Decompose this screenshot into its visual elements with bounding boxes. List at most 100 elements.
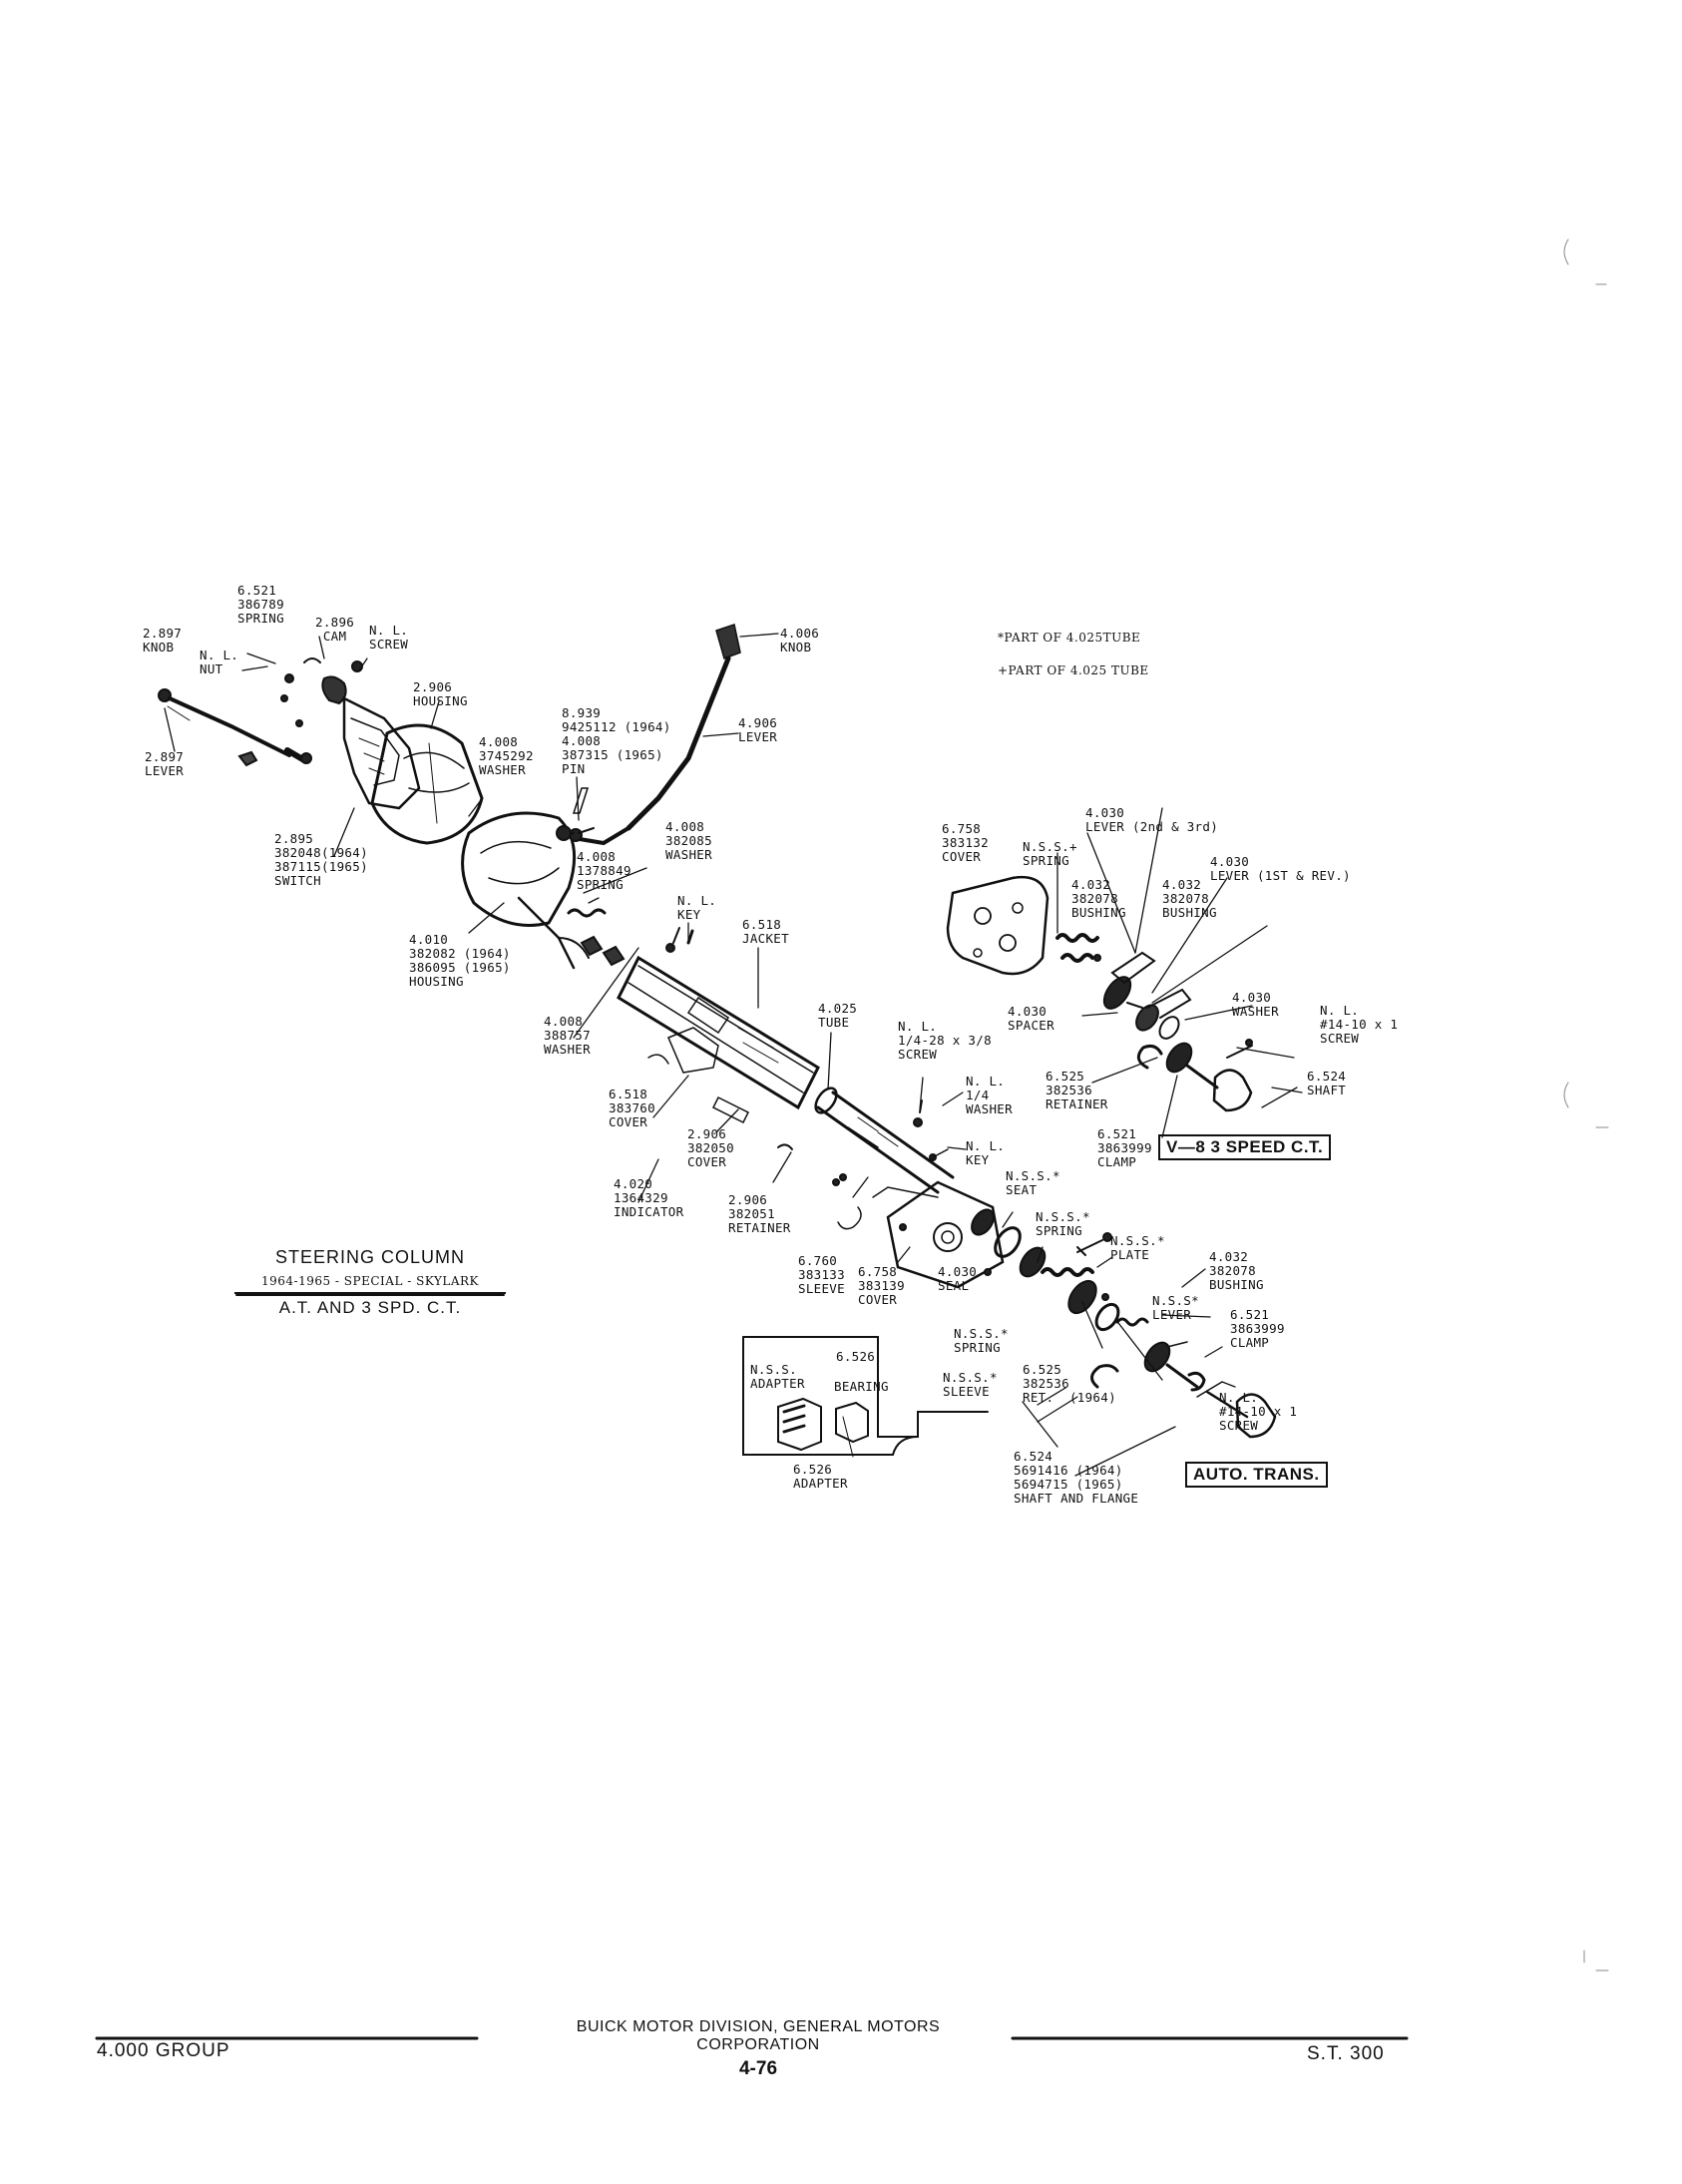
callout-line: 382536 <box>1023 1376 1069 1391</box>
lower-housing-drawing <box>461 811 590 970</box>
callout-line: 4.020 <box>614 1176 653 1191</box>
callout-line: 4.032 <box>1209 1249 1249 1264</box>
diagram-title-block: STEERING COLUMN 1964-1965 - SPECIAL - SK… <box>234 1247 506 1318</box>
callout-line: N.S.S.+ <box>1023 839 1077 854</box>
callout-line: PIN <box>562 761 586 776</box>
callout-line: WASHER <box>1232 1004 1279 1019</box>
callout-nss-plate: N.S.S.*PLATE <box>1110 1234 1165 1262</box>
callout-line: LEVER (1ST & REV.) <box>1210 868 1351 883</box>
callout-line: 6.758 <box>858 1264 898 1279</box>
turn-signal-lever-drawing <box>158 688 312 764</box>
callout-line: N. L. <box>369 623 409 638</box>
callout-line: #14-10 x 1 <box>1320 1017 1399 1032</box>
callout-line: COVER <box>609 1114 648 1129</box>
diagram-subtitle: 1964-1965 - SPECIAL - SKYLARK <box>234 1274 506 1294</box>
callout-line: BUSHING <box>1162 905 1217 920</box>
callout-nss-spring-c: N.S.S.+SPRING <box>1023 840 1077 868</box>
callout-line: 6.526 <box>793 1462 833 1477</box>
diagram-variant: A.T. AND 3 SPD. C.T. <box>278 1298 462 1317</box>
lower-shaft-drawing <box>971 1208 1277 1439</box>
callout-line: SHAFT <box>1307 1083 1347 1097</box>
callout-line: 4.008 <box>665 819 705 834</box>
callout-line: WASHER <box>544 1042 591 1057</box>
callout-line: N. L. <box>1219 1390 1259 1405</box>
callout-line: BUSHING <box>1209 1277 1264 1292</box>
callout-line: BUSHING <box>1071 905 1126 920</box>
callout-nss-spring-a: N.S.S.*SPRING <box>1036 1210 1090 1238</box>
callout-line: 4.025 <box>818 1001 858 1016</box>
callout-line: 4.030 <box>938 1264 978 1279</box>
callout-line: 9425112 (1964) <box>562 719 671 734</box>
callout-line: 8.939 <box>562 705 602 720</box>
footer-center: BUICK MOTOR DIVISION, GENERAL MOTORS COR… <box>519 2018 998 2080</box>
callout-line: 386095 (1965) <box>409 960 511 975</box>
callout-line: N.S.S. <box>750 1362 797 1377</box>
callout-line: 4.008 <box>562 733 602 748</box>
callout-line: JACKET <box>742 931 789 946</box>
callout-line: 387315 (1965) <box>562 747 663 762</box>
callout-nl-screw-top: N. L.SCREW <box>369 624 408 652</box>
callout-line: N.S.S* <box>1152 1293 1199 1308</box>
callout-line: 382085 <box>665 833 712 848</box>
callout-line: 6.758 <box>942 821 982 836</box>
callout-nl-key-b: N. L.KEY <box>966 1139 1005 1167</box>
callout-line: PLATE <box>1110 1247 1150 1262</box>
v8-assembly-drawing <box>946 875 1253 1112</box>
callout-line: 382078 <box>1071 891 1118 906</box>
callout-line: KEY <box>966 1152 990 1167</box>
callout-line: 383132 <box>942 835 989 850</box>
callout-line: 6.525 <box>1046 1069 1085 1084</box>
callout-line: N.S.S.* <box>954 1326 1009 1341</box>
callout-line: 3863999 <box>1097 1140 1152 1155</box>
callout-line: LEVER (2nd & 3rd) <box>1085 819 1219 834</box>
callout-line: 2.895 <box>274 831 314 846</box>
callout-line: 382051 <box>728 1206 775 1221</box>
callout-line: KEY <box>677 907 701 922</box>
callout-line: 382078 <box>1162 891 1209 906</box>
callout-line: SPRING <box>577 877 624 892</box>
callout-line: N.S.S.* <box>1036 1209 1090 1224</box>
callout-line: COVER <box>942 849 982 864</box>
callout-line: N. L. <box>898 1019 938 1034</box>
lower-plate-drawing <box>837 1180 1005 1289</box>
callout-line: 6.521 <box>1230 1307 1270 1322</box>
callout-line: SPRING <box>954 1340 1001 1355</box>
callout-line: 5694715 (1965) <box>1014 1477 1123 1492</box>
callout-line: N. L. <box>966 1074 1006 1089</box>
footer-page-number: 4-76 <box>738 2058 778 2079</box>
callout-line: 4.008 <box>479 734 519 749</box>
callout-line: SPACER <box>1008 1018 1054 1033</box>
footer-section: S.T. 300 <box>1307 2043 1385 2064</box>
callout-line: 382536 <box>1046 1083 1092 1097</box>
callout-line: 1364329 <box>614 1190 668 1205</box>
callout-line: #14-10 x 1 <box>1219 1404 1298 1419</box>
callout-line: 1/4-28 x 3/8 <box>898 1033 992 1048</box>
callout-line: SEAL <box>938 1278 970 1293</box>
callout-line: N.S.S.* <box>1110 1233 1165 1248</box>
callout-line: HOUSING <box>409 974 464 989</box>
callout-line: KNOB <box>143 640 175 655</box>
callout-line: LEVER <box>1152 1307 1192 1322</box>
callout-line: CAM <box>315 629 347 644</box>
callout-line: N.S.S.* <box>1006 1168 1060 1183</box>
callout-line: 6.526 <box>836 1349 876 1364</box>
tube-drawing <box>814 1087 955 1194</box>
